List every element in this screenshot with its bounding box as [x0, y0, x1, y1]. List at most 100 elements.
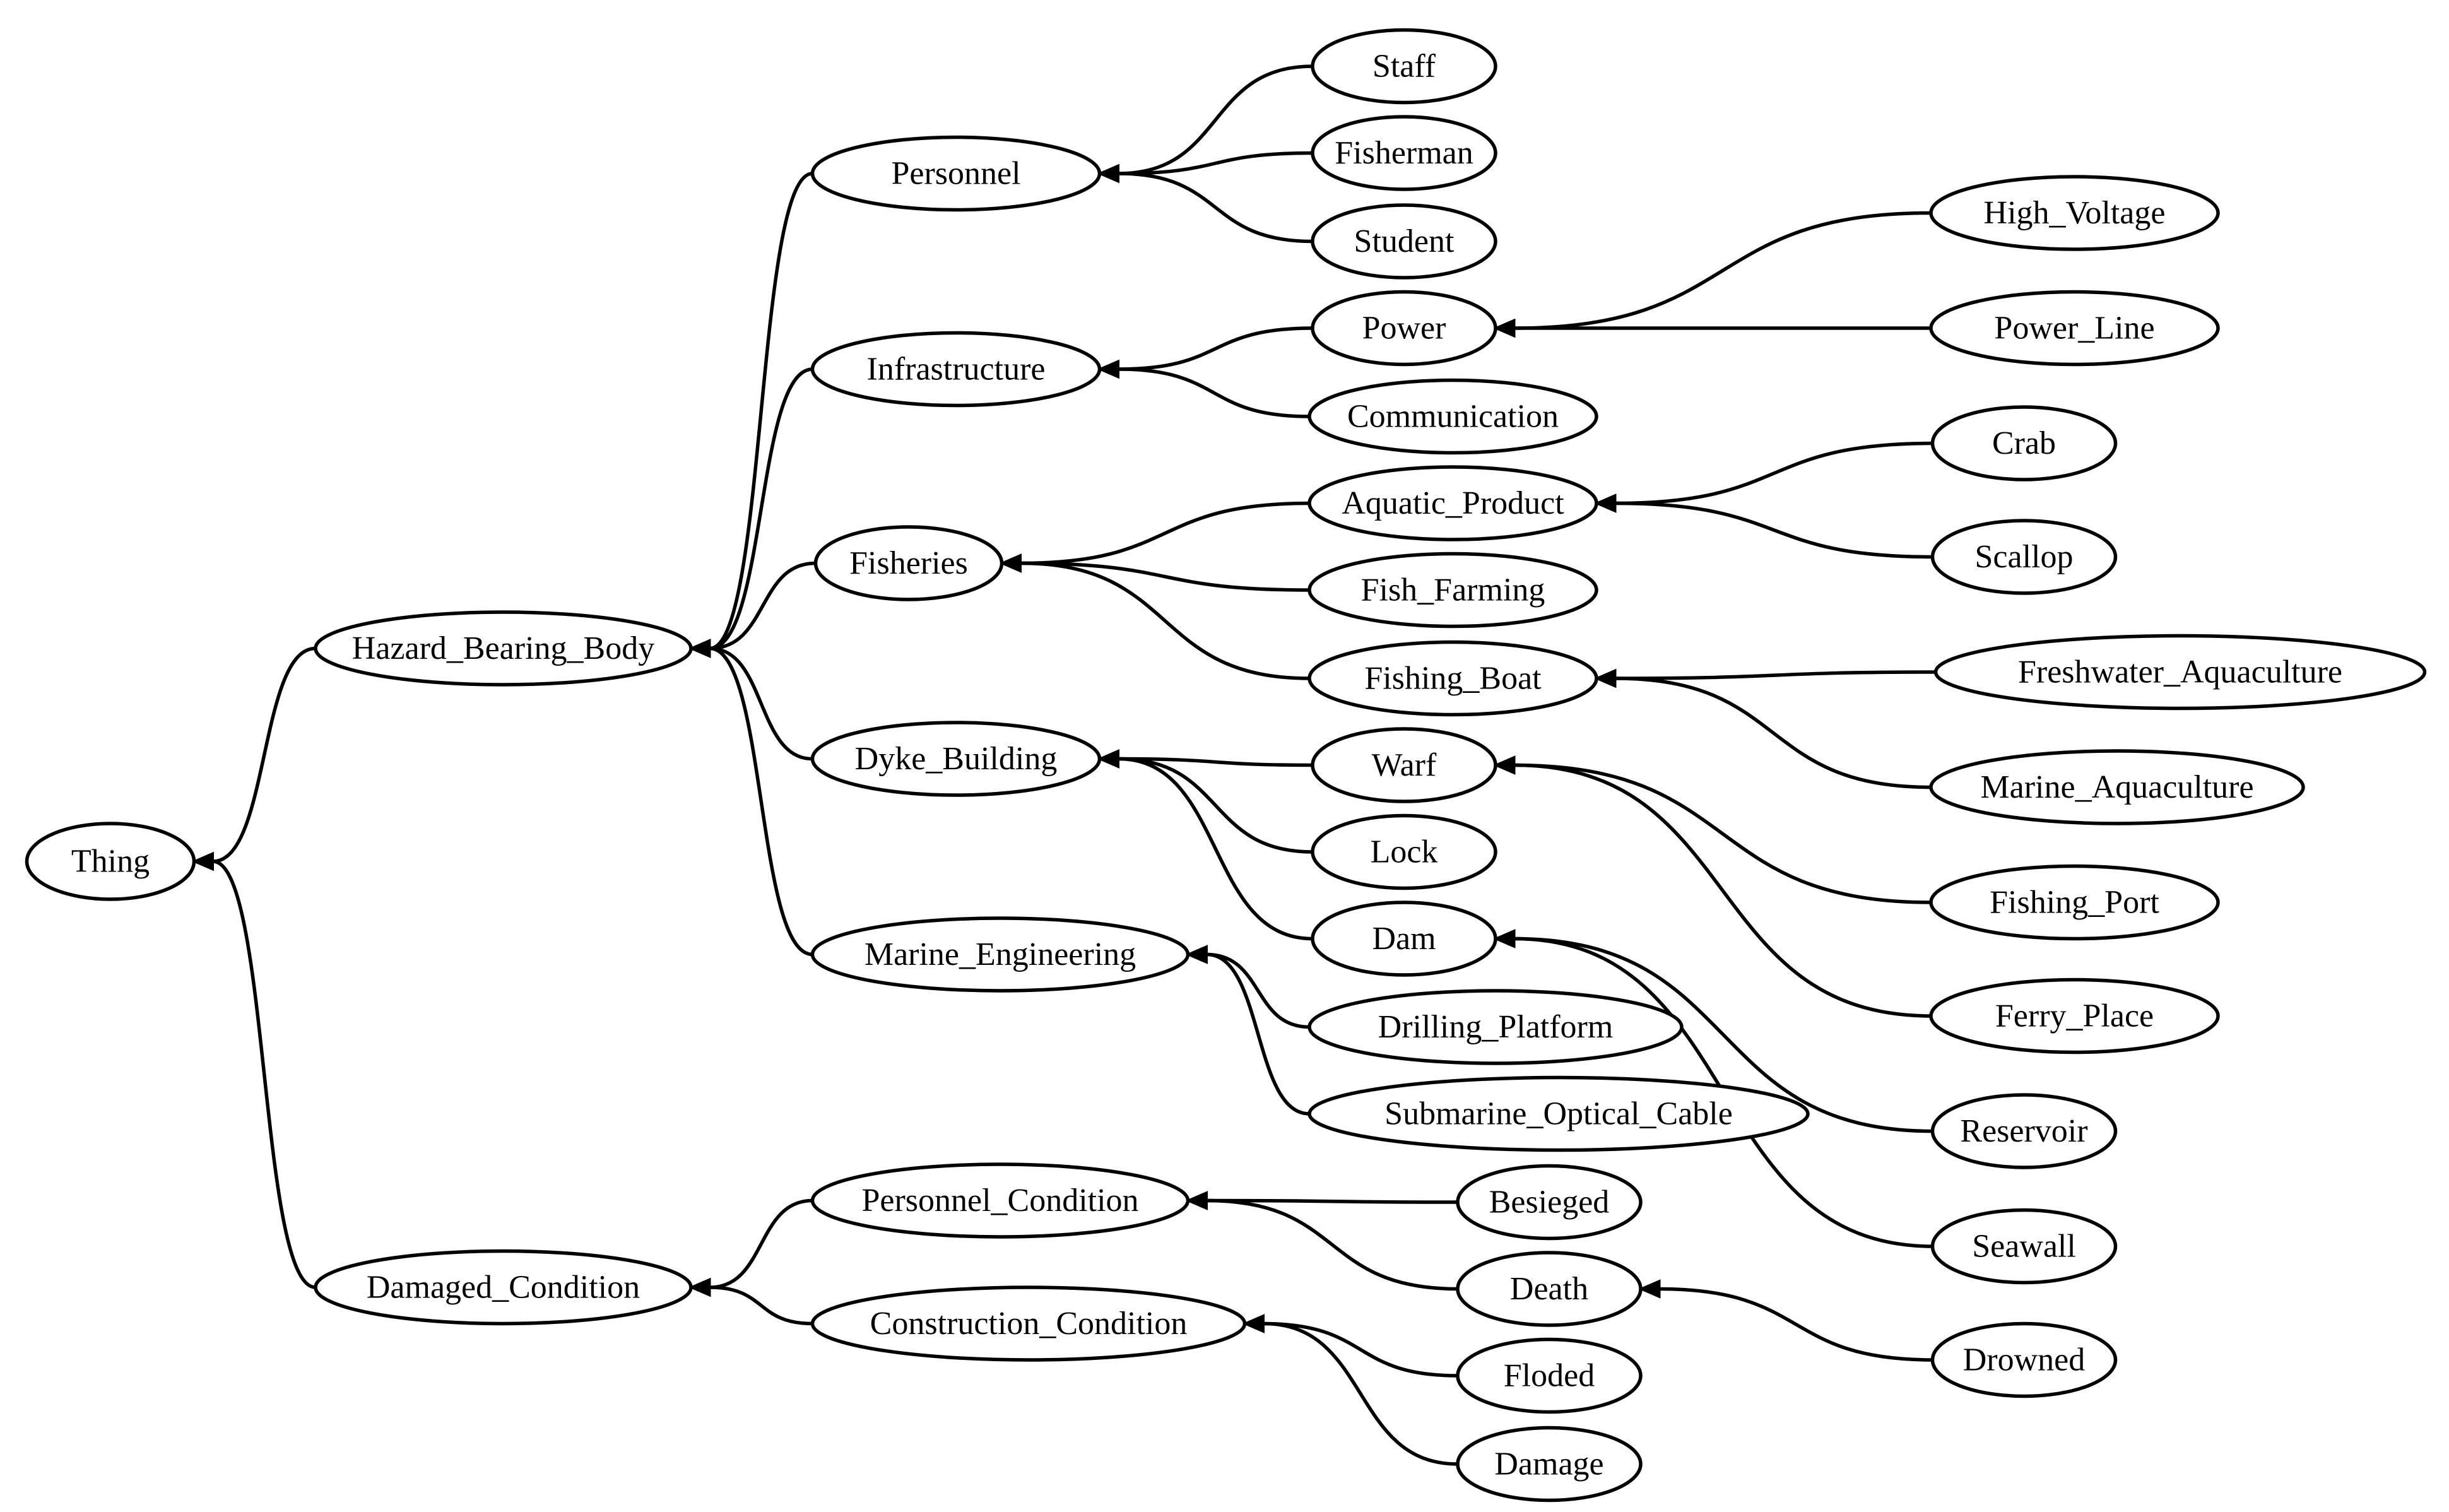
node-crab-label: Crab — [1992, 425, 2056, 461]
node-fish-farming: Fish_Farming — [1307, 552, 1598, 629]
edge-student-to-personnel — [1097, 163, 1313, 244]
node-drowned-label: Drowned — [1963, 1342, 2086, 1378]
node-drowned: Drowned — [1930, 1321, 2118, 1398]
node-reservoir-shape — [1930, 1093, 2118, 1169]
node-lock-shape — [1311, 813, 1497, 890]
edge-fishing_boat-to-fisheries — [999, 553, 1310, 680]
node-reservoir: Reservoir — [1930, 1093, 2118, 1169]
node-warf-label: Warf — [1372, 747, 1437, 783]
node-fishing-port: Fishing_Port — [1929, 864, 2220, 941]
edge-dam-to-dyke_building — [1097, 749, 1313, 941]
edge-line — [709, 646, 813, 761]
node-dam-label: Dam — [1372, 921, 1436, 957]
node-marine-engineering-label: Marine_Engineering — [865, 936, 1136, 972]
nodes-layer: Thing Hazard_Bearing_Body Damaged_Condit… — [25, 28, 2427, 1503]
node-staff-label: Staff — [1372, 49, 1436, 85]
node-damage-shape — [1456, 1426, 1643, 1503]
node-fishing-boat-label: Fishing_Boat — [1364, 661, 1542, 697]
arrowhead-icon — [1493, 929, 1516, 948]
arrowhead-icon — [688, 1277, 711, 1297]
node-marine-aquaculture-shape — [1929, 749, 2305, 825]
edge-line — [1615, 501, 1933, 559]
node-besieged: Besieged — [1456, 1164, 1643, 1241]
node-reservoir-label: Reservoir — [1960, 1113, 2087, 1149]
node-warf: Warf — [1311, 727, 1497, 803]
node-crab-shape — [1930, 405, 2118, 481]
edge-line — [1118, 172, 1313, 244]
node-besieged-label: Besieged — [1489, 1184, 1610, 1220]
node-fishing-boat-shape — [1307, 640, 1598, 717]
edge-line — [1514, 763, 1932, 904]
node-scallop: Scallop — [1930, 519, 2118, 595]
node-fisherman-shape — [1311, 115, 1497, 191]
edge-line — [1615, 676, 1932, 789]
node-lock-label: Lock — [1371, 834, 1438, 870]
arrowhead-icon — [1185, 1191, 1208, 1210]
node-ferry-place-label: Ferry_Place — [1995, 998, 2154, 1034]
arrowhead-icon — [1242, 1314, 1265, 1333]
arrowhead-icon — [1594, 493, 1617, 513]
node-freshwater-aquaculture-shape — [1933, 634, 2427, 711]
arrowhead-icon — [1493, 755, 1516, 775]
node-marine-aquaculture: Marine_Aquaculture — [1929, 749, 2305, 825]
edge-line — [709, 367, 813, 651]
edge-communication-to-infrastructure — [1097, 359, 1310, 418]
node-personnel-label: Personnel — [891, 156, 1020, 192]
node-dyke-building-label: Dyke_Building — [855, 741, 1058, 777]
arrowhead-icon — [191, 851, 214, 871]
node-fisherman-label: Fisherman — [1335, 135, 1473, 171]
edge-line — [1207, 1198, 1458, 1291]
node-marine-aquaculture-label: Marine_Aquaculture — [1980, 769, 2253, 805]
node-aquatic-product-shape — [1307, 465, 1598, 541]
node-drilling-platform-label: Drilling_Platform — [1378, 1009, 1614, 1045]
edge-line — [213, 646, 316, 863]
edge-line — [1118, 757, 1313, 767]
node-submarine-optical-cable-label: Submarine_Optical_Cable — [1384, 1096, 1733, 1132]
node-floded: Floded — [1456, 1337, 1643, 1414]
node-staff: Staff — [1311, 28, 1497, 105]
node-death-shape — [1456, 1251, 1643, 1327]
node-thing-shape — [25, 822, 196, 901]
edge-line — [1615, 670, 1936, 680]
edge-line — [1263, 1321, 1458, 1466]
node-drilling-platform: Drilling_Platform — [1307, 989, 1684, 1065]
edge-death-to-personnel_condition — [1185, 1191, 1458, 1291]
node-thing: Thing — [25, 822, 196, 901]
edges-layer — [191, 64, 1936, 1466]
node-communication-label: Communication — [1347, 399, 1559, 435]
node-construction-condition: Construction_Condition — [810, 1285, 1247, 1362]
node-fisheries-shape — [813, 525, 1004, 601]
edge-line — [1118, 367, 1310, 418]
node-floded-shape — [1456, 1337, 1643, 1414]
node-seawall-label: Seawall — [1972, 1229, 2076, 1265]
arrowhead-icon — [1185, 945, 1208, 964]
node-ferry-place-shape — [1929, 977, 2220, 1054]
node-fisherman: Fisherman — [1311, 115, 1497, 191]
node-dyke-building-shape — [810, 721, 1102, 797]
edge-line — [1118, 326, 1313, 371]
edge-line — [1514, 211, 1932, 330]
node-damaged-condition: Damaged_Condition — [314, 1249, 693, 1326]
node-aquatic-product: Aquatic_Product — [1307, 465, 1598, 541]
node-scallop-label: Scallop — [1975, 539, 2074, 575]
node-ferry-place: Ferry_Place — [1929, 977, 2220, 1054]
edge-line — [1514, 763, 1932, 1018]
node-student-shape — [1311, 203, 1497, 280]
node-dam: Dam — [1311, 901, 1497, 977]
node-marine-engineering: Marine_Engineering — [810, 916, 1190, 993]
edge-line — [709, 646, 813, 957]
edge-power_line-to-power — [1493, 318, 1931, 338]
node-personnel-shape — [810, 135, 1102, 212]
edge-line — [1020, 501, 1310, 565]
node-construction-condition-shape — [810, 1285, 1247, 1362]
node-hazard-bearing-body: Hazard_Bearing_Body — [314, 610, 693, 687]
edge-line — [709, 1198, 813, 1289]
node-personnel-condition-label: Personnel_Condition — [861, 1183, 1138, 1219]
edge-line — [1118, 757, 1313, 854]
edge-hazard_bearing_body-to-thing — [191, 646, 316, 871]
node-hazard-bearing-body-shape — [314, 610, 693, 687]
edge-marine_aquaculture-to-fishing_boat — [1594, 668, 1932, 789]
arrowhead-icon — [1638, 1279, 1661, 1299]
edge-line — [709, 1285, 813, 1326]
